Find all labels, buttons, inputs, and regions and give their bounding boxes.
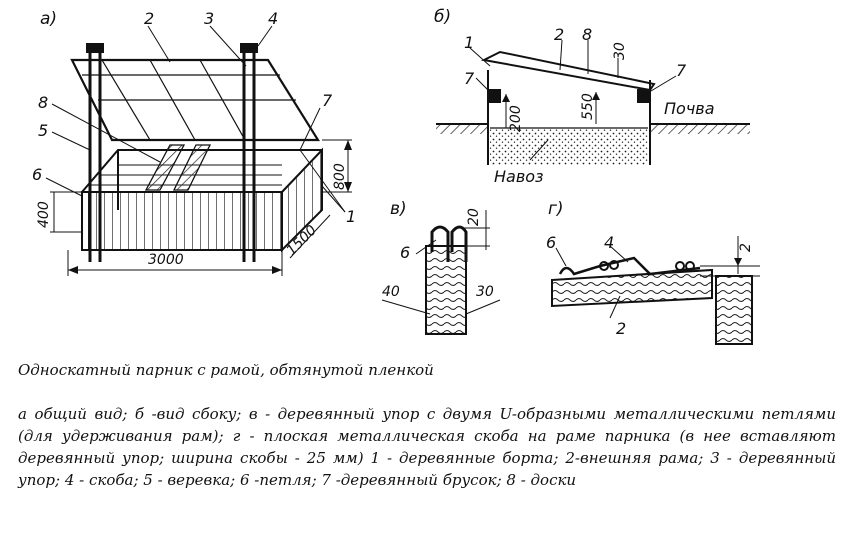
dim-g-gap: 2	[738, 243, 754, 252]
u-loop	[430, 225, 450, 262]
label-g-2: 2	[616, 319, 626, 338]
caption-title: Односкатный парник с рамой, обтянутой пл…	[18, 361, 434, 379]
dim-v-top: 20	[466, 208, 482, 226]
label-4: 4	[268, 9, 278, 28]
view-v-labels: в) 6 20 40 30	[382, 199, 494, 300]
label-1: 1	[346, 207, 356, 226]
label-g-6: 6	[546, 233, 556, 252]
label-b-2: 2	[554, 25, 564, 44]
label-g-4: 4	[604, 233, 614, 252]
caption-body: а общий вид; б -вид сбоку; в - деревянны…	[18, 405, 836, 489]
dim-board: 400	[36, 201, 52, 228]
frame-slope	[480, 50, 656, 92]
dim-height: 800	[332, 163, 348, 190]
label-5: 5	[38, 121, 48, 140]
panel-label-a: а)	[40, 9, 57, 29]
frame-plank	[551, 268, 713, 308]
view-v-stop	[381, 210, 501, 335]
view-a-general	[45, 25, 352, 276]
wood-post	[715, 275, 753, 345]
label-2: 2	[144, 9, 154, 28]
soil	[436, 124, 488, 134]
side-board	[281, 147, 323, 253]
soil-label: Почва	[664, 99, 715, 118]
dim-v-right: 30	[476, 284, 494, 300]
label-b-7-right: 7	[676, 61, 687, 80]
view-g-labels: г) 6 4 2 2	[546, 199, 754, 338]
view-g-bracket	[551, 236, 760, 345]
greenhouse-diagram: а) 2 3 4 8 5 6 7 1 3000 1500 800 400	[32, 7, 760, 345]
panel-label-g: г)	[548, 199, 564, 219]
wood-stop	[425, 245, 467, 335]
label-v-6: 6	[400, 243, 410, 262]
dim-width: 3000	[148, 252, 184, 268]
view-b-side	[436, 39, 750, 165]
label-b-1: 1	[464, 33, 474, 52]
bracket	[558, 256, 701, 276]
dim-b-gap: 30	[612, 42, 628, 60]
label-3: 3	[204, 9, 214, 28]
view-b-labels: б) 1 2 8 7 7 30 200 550 Почва Навоз	[434, 7, 715, 186]
manure-label: Навоз	[494, 167, 544, 186]
label-6: 6	[32, 165, 42, 184]
panel-label-b: б)	[434, 7, 451, 27]
front-board	[81, 191, 283, 251]
label-8: 8	[38, 93, 48, 112]
panel-label-v: в)	[390, 199, 407, 219]
dim-b-low: 200	[508, 105, 524, 132]
manure	[490, 128, 648, 165]
label-7: 7	[322, 91, 333, 110]
label-b-8: 8	[582, 25, 592, 44]
dim-b-high: 550	[580, 93, 596, 120]
dim-v-left: 40	[382, 284, 400, 300]
label-b-7-left: 7	[464, 69, 475, 88]
boards-8	[144, 144, 186, 191]
